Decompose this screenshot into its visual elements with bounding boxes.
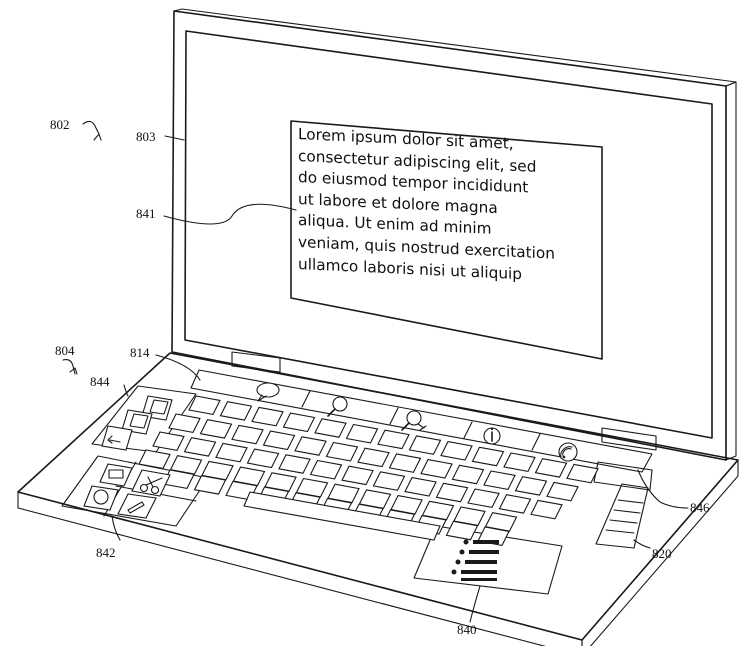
trackpad-panel[interactable] bbox=[413, 525, 563, 595]
keyboard-key[interactable] bbox=[483, 470, 516, 491]
keyboard-key[interactable] bbox=[231, 424, 264, 445]
keyboard-key[interactable] bbox=[262, 430, 296, 451]
print-icon[interactable] bbox=[99, 463, 133, 487]
ref-803: 803 bbox=[136, 129, 156, 144]
keyboard-key[interactable] bbox=[219, 401, 253, 421]
keyboard-key[interactable] bbox=[404, 476, 437, 497]
keyboard-key[interactable] bbox=[278, 454, 311, 474]
speech-bubble-icon[interactable] bbox=[256, 382, 280, 402]
keyboard-key[interactable] bbox=[435, 482, 469, 503]
keyboard-key[interactable] bbox=[546, 481, 579, 502]
text-window bbox=[290, 120, 603, 360]
zoom-icon[interactable] bbox=[401, 410, 427, 431]
touch-strip[interactable] bbox=[190, 369, 653, 473]
keyboard-key[interactable] bbox=[420, 458, 453, 479]
ref-804: 804 bbox=[55, 343, 75, 358]
info-icon[interactable] bbox=[483, 427, 501, 445]
ref-846: 846 bbox=[690, 500, 710, 515]
keyboard[interactable] bbox=[138, 395, 599, 547]
ref-820: 820 bbox=[652, 546, 672, 561]
keyboard-key[interactable] bbox=[440, 440, 473, 461]
scissors-icon[interactable] bbox=[131, 469, 171, 497]
keyboard-key[interactable] bbox=[498, 494, 532, 514]
ref-802: 802 bbox=[50, 117, 70, 132]
right-strip bbox=[593, 461, 653, 491]
keyboard-key[interactable] bbox=[377, 429, 410, 450]
keyboard-key[interactable] bbox=[199, 419, 233, 439]
keyboard-key[interactable] bbox=[138, 449, 171, 470]
keyboard-key[interactable] bbox=[325, 441, 359, 462]
keyboard-key[interactable] bbox=[282, 412, 316, 433]
keyboard-key[interactable] bbox=[445, 520, 479, 541]
keyboard-key[interactable] bbox=[168, 413, 201, 434]
keyboard-key[interactable] bbox=[534, 458, 568, 478]
keyboard-key[interactable] bbox=[183, 437, 217, 457]
keyboard-key[interactable] bbox=[566, 463, 599, 484]
keyboard-key[interactable] bbox=[341, 465, 374, 486]
keyboard-key[interactable] bbox=[251, 406, 284, 427]
keyboard-key[interactable] bbox=[503, 452, 536, 473]
wifi-icon[interactable] bbox=[558, 442, 578, 462]
space-bar[interactable] bbox=[243, 491, 441, 541]
keyboard-key[interactable] bbox=[294, 436, 327, 456]
list-icon[interactable] bbox=[451, 539, 500, 582]
ref-841: 841 bbox=[136, 206, 156, 221]
keyboard-key[interactable] bbox=[408, 435, 442, 455]
document-icon[interactable] bbox=[121, 409, 153, 435]
keyboard-key[interactable] bbox=[215, 442, 248, 463]
keyboard-key[interactable] bbox=[188, 395, 221, 416]
keyboard-key[interactable] bbox=[193, 475, 227, 495]
keyboard-key[interactable] bbox=[314, 418, 347, 438]
magnifier-icon[interactable] bbox=[327, 396, 348, 417]
keyboard-key[interactable] bbox=[345, 423, 379, 444]
keyboard-key[interactable] bbox=[471, 446, 505, 467]
display-screen bbox=[184, 30, 713, 439]
keyboard-key[interactable] bbox=[388, 453, 422, 473]
screen-text-block: Lorem ipsum dolor sit amet, consectetur … bbox=[298, 124, 598, 289]
keyboard-key[interactable] bbox=[514, 476, 548, 496]
ref-840: 840 bbox=[457, 622, 477, 637]
display-lid bbox=[171, 8, 737, 461]
slider[interactable] bbox=[595, 483, 649, 549]
ref-814: 814 bbox=[130, 345, 150, 360]
keyboard-key[interactable] bbox=[309, 459, 343, 480]
keyboard-key[interactable] bbox=[451, 464, 485, 485]
ref-842: 842 bbox=[96, 545, 116, 560]
leader-lines bbox=[62, 120, 689, 623]
keyboard-key[interactable] bbox=[152, 431, 185, 452]
keyboard-key[interactable] bbox=[372, 471, 406, 491]
keyboard-key[interactable] bbox=[357, 447, 390, 468]
keyboard-key[interactable] bbox=[467, 488, 500, 509]
help-icon[interactable] bbox=[83, 485, 119, 511]
undo-icon[interactable] bbox=[101, 425, 133, 451]
edit-icon[interactable] bbox=[117, 493, 157, 519]
ref-844: 844 bbox=[90, 374, 110, 389]
keyboard-key[interactable] bbox=[530, 499, 563, 520]
keyboard-key[interactable] bbox=[246, 448, 280, 469]
